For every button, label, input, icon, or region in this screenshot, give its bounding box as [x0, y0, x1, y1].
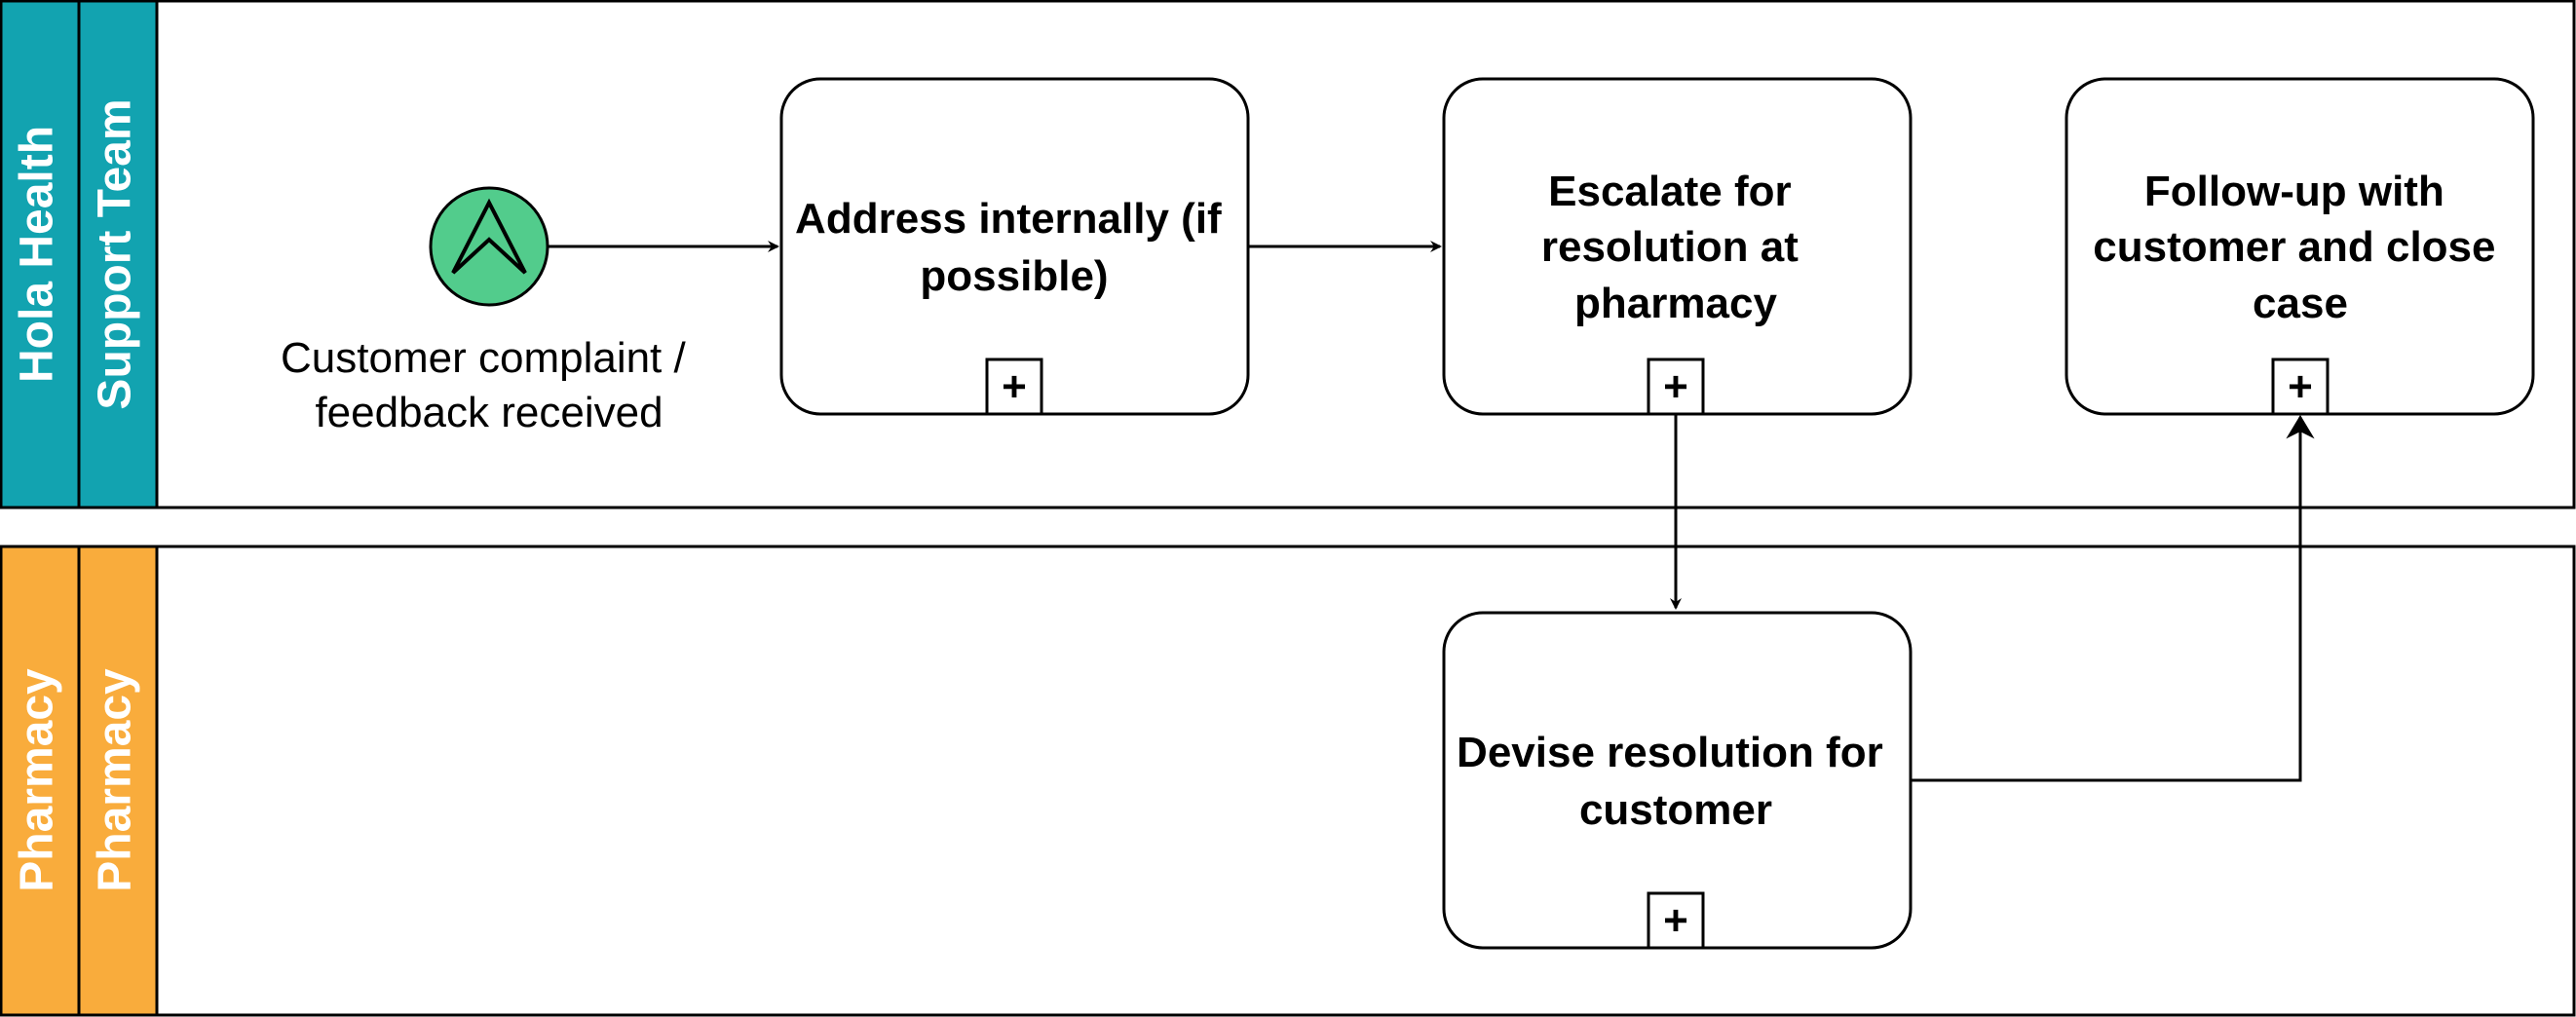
task-label-line: resolution at — [1541, 223, 1799, 271]
plus-icon: + — [1663, 363, 1688, 411]
start-event-label-line: feedback received — [315, 389, 663, 436]
pool-header-hola-health — [0, 0, 81, 509]
start-event-circle[interactable] — [429, 186, 549, 307]
task-label-line: possible) — [920, 252, 1108, 300]
pool-label-pharmacy: Pharmacy — [12, 668, 63, 892]
flow-arrowhead-followup — [2286, 415, 2315, 439]
task-follow-up[interactable]: Follow-up with customer and close case + — [2065, 77, 2535, 416]
lane-header-support-team — [77, 0, 159, 509]
lane-label-support-team: Support Team — [90, 98, 141, 409]
task-label-line: customer — [1579, 786, 1772, 834]
plus-icon: + — [1663, 897, 1688, 945]
start-event-label-line: Customer complaint / — [281, 334, 686, 382]
collapsed-subprocess-marker[interactable] — [2271, 358, 2330, 416]
task-label: Follow-up with customer and close case — [2093, 168, 2508, 327]
plus-icon: + — [2288, 363, 2313, 411]
lane-header-pharmacy — [77, 545, 159, 1017]
task-label: Devise resolution for customer — [1457, 729, 1895, 834]
task-label-line: customer and close — [2093, 223, 2495, 271]
task-label: Address internally (if possible) — [795, 195, 1233, 300]
sequence-flows — [548, 241, 2306, 782]
plus-icon: + — [1002, 363, 1027, 411]
pool-pharmacy: Pharmacy Pharmacy — [0, 545, 2576, 1017]
start-event[interactable]: Customer complaint / feedback received — [281, 186, 698, 436]
flow-devise-to-followup[interactable] — [1912, 415, 2306, 782]
task-label-line: pharmacy — [1574, 280, 1777, 327]
pool-label-hola-health: Hola Health — [12, 126, 63, 383]
task-label-line: Address internally (if — [795, 195, 1222, 243]
task-label-line: Escalate for — [1548, 168, 1791, 215]
lane-label-pharmacy: Pharmacy — [90, 668, 141, 892]
pool-hola-health: Hola Health Support Team — [0, 0, 2576, 509]
collapsed-subprocess-marker[interactable] — [1647, 891, 1705, 950]
escalation-icon — [451, 198, 527, 275]
pool-header-pharmacy — [0, 545, 81, 1017]
task-address-internally[interactable]: Address internally (if possible) + — [779, 77, 1250, 416]
task-label-line: case — [2253, 280, 2348, 327]
task-label-line: Devise resolution for — [1457, 729, 1883, 776]
lane-body-pharmacy — [155, 545, 2576, 1017]
collapsed-subprocess-marker[interactable] — [1647, 358, 1705, 416]
lane-body-support-team — [155, 0, 2576, 509]
task-label: Escalate for resolution at pharmacy — [1541, 168, 1810, 327]
task-label-line: Follow-up with — [2144, 168, 2444, 215]
collapsed-subprocess-marker[interactable] — [985, 358, 1043, 416]
task-devise-resolution[interactable]: Devise resolution for customer + — [1442, 611, 1913, 950]
start-event-label: Customer complaint / feedback received — [281, 334, 698, 436]
task-escalate[interactable]: Escalate for resolution at pharmacy + — [1442, 77, 1913, 416]
